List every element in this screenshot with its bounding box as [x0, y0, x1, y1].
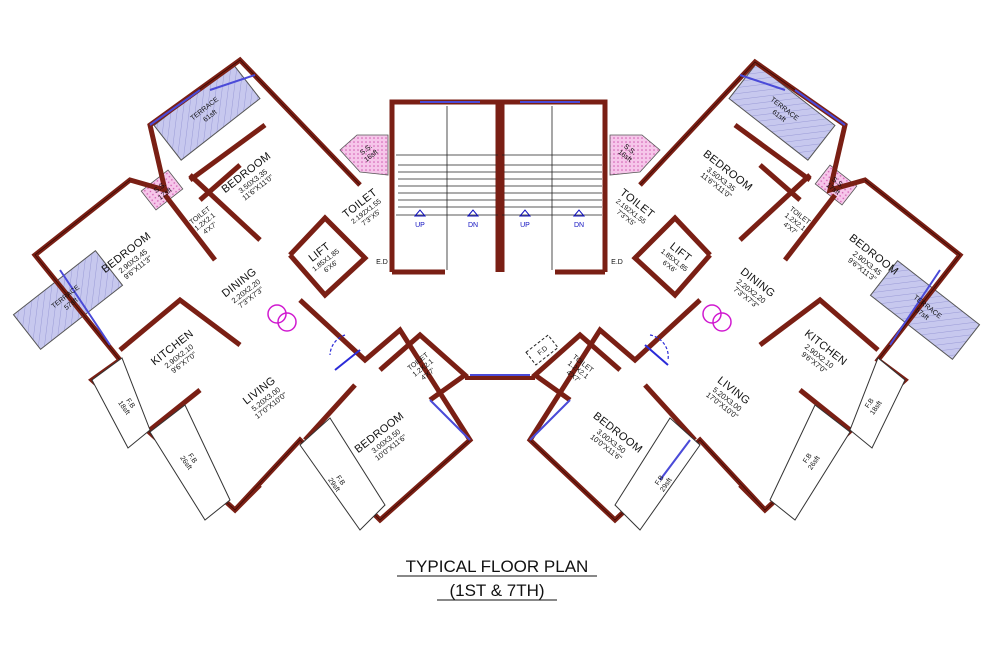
svg-text:F.B: F.B	[802, 452, 814, 465]
svg-text:F.B: F.B	[186, 452, 198, 465]
stair-label-dn-1: DN	[468, 222, 478, 229]
right-ss-core	[609, 134, 661, 176]
stair-arrows	[413, 209, 586, 217]
left-wing: TERRACE 61sft S.S. 17sft BEDROOM 3.50X3.…	[12, 56, 474, 531]
left-ss-core	[339, 134, 389, 176]
svg-text:F.B: F.B	[334, 474, 346, 487]
drawing-title: TYPICAL FLOOR PLAN (1ST & 7TH)	[397, 557, 597, 601]
left-label-kitchen: KITCHEN 2.90X2.10 9'6"X7'0"	[149, 328, 199, 376]
right-terrace-right	[869, 259, 981, 361]
right-label-ed: E.D	[611, 259, 623, 266]
left-windows	[59, 74, 471, 441]
svg-text:F.B: F.B	[124, 397, 136, 410]
stair-treads	[396, 106, 602, 270]
right-label-bedroom-bottom: BEDROOM 3.00X3.50 10'0"X11'6"	[589, 410, 645, 463]
right-terrace-top	[728, 63, 836, 161]
right-wing: TERRACE 61sft S.S. 17sft BEDROOM 3.50X3.…	[526, 58, 981, 531]
left-label-toilet-core: TOILET 2.192X1.55 7'3"X5'	[341, 187, 383, 228]
left-label-lift: LIFT 1.85X1.85 6'X6'	[307, 240, 341, 274]
right-ss-top	[814, 164, 858, 206]
left-lift-symbol	[267, 304, 297, 332]
left-label-toilet-bottom: TOILET 1.2X2.1 4'X7'	[407, 351, 437, 382]
right-label-toilet-core: TOILET 2.192X1.55 7'3"X5'	[614, 187, 656, 228]
left-label-living: LIVING 5.20X3.00 17'0"X10'0"	[241, 375, 289, 421]
right-label-dining: DINING 2.20X2.20 7'3"X7'3"	[732, 266, 778, 311]
right-fb-boxes	[614, 357, 906, 531]
right-label-kitchen: KITCHEN 2.90X2.10 9'6"X7'0"	[800, 328, 849, 376]
left-label-ed: E.D	[376, 259, 388, 266]
left-label-toilet-small: TOILET 1.2X2.1 4'X7'	[189, 205, 219, 236]
core-walls	[389, 99, 608, 275]
fd-marker: F.D	[525, 334, 559, 366]
svg-text:F.B: F.B	[864, 397, 876, 410]
right-door-leaf	[644, 344, 669, 366]
svg-text:F.D: F.D	[537, 345, 550, 357]
stair-core: UP DN UP DN F.D	[389, 99, 608, 380]
left-label-bedroom-bottom: BEDROOM 3.00X3.50 10'0"X11'6"	[353, 410, 409, 463]
right-label-living: LIVING 5.20X3.00 17'0"X10'0"	[704, 375, 752, 421]
left-door-leaf	[334, 349, 361, 371]
title-line-1: TYPICAL FLOOR PLAN	[406, 557, 589, 576]
stair-label-dn-2: DN	[574, 222, 584, 229]
left-label-bedroom-top: BEDROOM 3.50X3.35 11'6"X11'0"	[220, 150, 276, 202]
right-windows	[529, 74, 941, 481]
title-line-2: (1ST & 7TH)	[449, 581, 544, 600]
right-label-lift: LIFT 1.85X1.85 6'X6'	[659, 240, 693, 274]
right-door-swing	[649, 334, 669, 361]
left-label-dining: DINING 2.20X2.20 7'3"X7'3"	[220, 266, 266, 310]
left-fb-boxes	[91, 357, 386, 531]
right-label-bedroom-top: BEDROOM 3.50X3.35 11'6"X11'0"	[699, 148, 755, 201]
stair-label-up-1: UP	[415, 222, 425, 229]
right-lift-symbol	[702, 304, 732, 332]
stair-label-up-2: UP	[520, 222, 530, 229]
svg-text:F.B: F.B	[654, 474, 666, 487]
left-door-swing	[329, 334, 346, 356]
